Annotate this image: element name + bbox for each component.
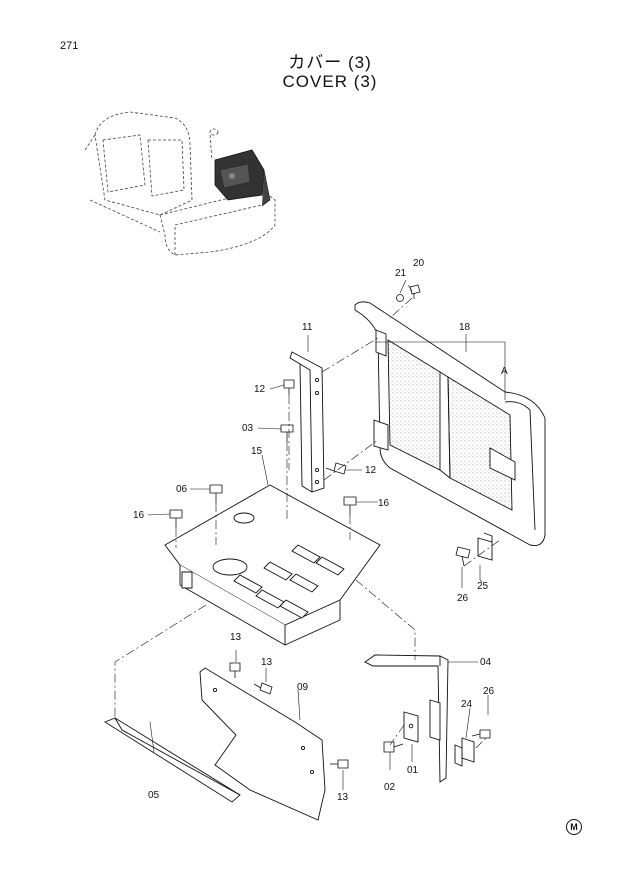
callout-02: 02 [384, 782, 396, 793]
callout-11: 11 [302, 322, 313, 333]
callout-13-mid: 13 [261, 657, 273, 668]
assembly-lines [114, 297, 501, 749]
bolt-26-lower [471, 729, 491, 739]
bolt-13-top [229, 662, 241, 678]
bolt-12-upper [283, 379, 295, 395]
bolt-12-lower [325, 462, 347, 475]
callout-12-lower: 12 [365, 465, 377, 476]
bolt-16-right [343, 496, 357, 515]
callout-15: 15 [251, 446, 263, 457]
callout-05: 05 [148, 790, 160, 801]
callout-16-right: 16 [378, 498, 390, 509]
page-number: 271 [60, 40, 79, 52]
part-15-floor-plate [164, 484, 381, 646]
callout-21: 21 [395, 268, 407, 279]
callout-13-bottom: 13 [337, 792, 349, 803]
catalog-mark-icon: M [566, 819, 582, 835]
bolts [169, 284, 491, 769]
part-05-angle-bar [104, 717, 241, 803]
callouts: 21 20 11 18 A 12 03 15 12 06 16 16 26 25… [133, 258, 508, 803]
excavator-overview-illustration [84, 111, 276, 256]
leader-lines [147, 279, 506, 790]
bolt-03 [280, 424, 294, 442]
callout-A: A [501, 366, 508, 377]
callout-16-left: 16 [133, 510, 145, 521]
title-english: COVER (3) [282, 72, 378, 91]
callout-26-lower: 26 [483, 686, 495, 697]
bolt-06 [209, 484, 223, 503]
bolt-02 [383, 741, 404, 753]
washer-21 [396, 294, 404, 302]
part-24-clip [454, 737, 475, 767]
callout-01: 01 [407, 765, 419, 776]
bolt-13-mid [253, 682, 273, 695]
callout-12-upper: 12 [254, 384, 266, 395]
part-04-rail [364, 654, 449, 783]
callout-25: 25 [477, 581, 489, 592]
bolt-16-left [169, 509, 183, 528]
part-25-clip [477, 532, 493, 561]
callout-04: 04 [480, 657, 492, 668]
bolt-26-upper [455, 546, 471, 567]
bolt-20 [409, 284, 421, 299]
callout-03: 03 [242, 423, 254, 434]
callout-09: 09 [297, 682, 309, 693]
bolt-13-bottom [330, 759, 349, 769]
part-18-mesh-cover [354, 301, 546, 546]
highlighted-cover-location [214, 149, 271, 207]
callout-13-top: 13 [230, 632, 242, 643]
callout-06: 06 [176, 484, 188, 495]
callout-26-upper: 26 [457, 593, 469, 604]
callout-20: 20 [413, 258, 425, 269]
part-01-bracket [403, 699, 441, 743]
callout-24: 24 [461, 699, 473, 710]
title-japanese: カバー (3) [288, 53, 372, 72]
part-11-bracket [289, 351, 325, 493]
callout-18: 18 [459, 322, 471, 333]
part-09-side-panel [199, 667, 326, 821]
